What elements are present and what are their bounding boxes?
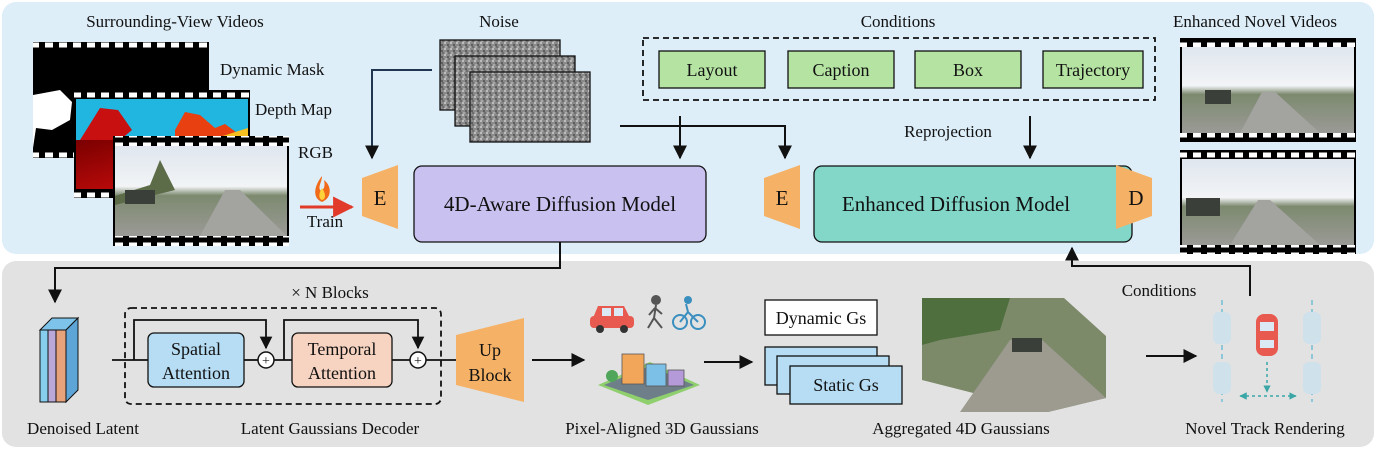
pixel-aligned-label: Pixel-Aligned 3D Gaussians (565, 419, 759, 438)
diffusion-to-latent-arrow (48, 242, 561, 304)
temporal-skip (283, 319, 425, 360)
up-block-line1: Up (479, 340, 501, 360)
conditions-title: Conditions (861, 12, 936, 31)
rgb-frame (113, 136, 289, 246)
noise-to-encoder-arrow (365, 69, 432, 160)
car-icon (590, 306, 634, 333)
surrounding-view-title: Surrounding-View Videos (86, 12, 264, 31)
condition-caption-box (787, 50, 895, 89)
dynamic-gs-box (764, 299, 878, 336)
condition-layout: Layout (687, 60, 738, 80)
enhanced-video-1 (1180, 38, 1356, 142)
depth-map-label: Depth Map (255, 100, 332, 119)
enhanced-videos-title: Enhanced Novel Videos (1173, 12, 1337, 31)
n-blocks-label: × N Blocks (291, 283, 369, 302)
denoised-latent-label: Denoised Latent (27, 419, 139, 438)
dynamic-mask-label: Dynamic Mask (220, 60, 325, 79)
diffusion-4d-label: 4D-Aware Diffusion Model (444, 192, 676, 216)
render-to-enhanced-arrow (1065, 246, 1251, 296)
condition-layout-box (658, 50, 766, 89)
add-node-2-sign: + (414, 354, 422, 369)
condition-caption: Caption (813, 60, 870, 80)
pedestrian-icon (647, 295, 663, 329)
noise-title: Noise (479, 12, 519, 31)
rgb-label: RGB (298, 143, 333, 162)
reprojection-label: Reprojection (904, 122, 992, 141)
bottom-conditions-label: Conditions (1122, 281, 1197, 300)
decoder (1116, 165, 1152, 229)
spatial-skip (133, 319, 273, 360)
condition-box-box (914, 50, 1022, 89)
spatial-attention-line1: Spatial (171, 339, 221, 359)
train-label: Train (307, 212, 344, 231)
fire-icon (315, 176, 330, 202)
encoder-left (362, 165, 398, 229)
decoder-label: D (1128, 186, 1143, 210)
temporal-attention-line2: Attention (308, 363, 376, 383)
enhanced-video-2 (1180, 150, 1356, 254)
up-block (456, 318, 524, 402)
static-gs-box (789, 365, 903, 405)
condition-trajectory-box (1042, 50, 1144, 89)
condition-trajectory: Trajectory (1056, 60, 1130, 80)
aggregated-label: Aggregated 4D Gaussians (872, 419, 1050, 438)
novel-track-label: Novel Track Rendering (1185, 419, 1345, 438)
static-gs-label: Static Gs (813, 375, 879, 395)
noise-stack (439, 39, 591, 143)
enhanced-diffusion-label: Enhanced Diffusion Model (842, 192, 1070, 216)
dynamic-gs-label: Dynamic Gs (776, 308, 866, 328)
encoder-right-label: E (776, 186, 789, 210)
denoised-latent-icon (38, 316, 80, 404)
latent-decoder-label: Latent Gaussians Decoder (241, 419, 420, 438)
spatial-attention-line2: Attention (162, 363, 230, 383)
decoder-block-group (124, 307, 442, 405)
aggregated-4d-image (922, 298, 1106, 412)
cyclist-icon (672, 296, 706, 330)
up-block-line2: Block (469, 365, 512, 385)
novel-track-icon (1213, 300, 1321, 402)
add-node-1-sign: + (262, 354, 270, 369)
temporal-attention-line1: Temporal (308, 339, 377, 359)
encoder-left-label: E (374, 186, 387, 210)
encoder-right (764, 165, 800, 229)
condition-box: Box (953, 60, 983, 80)
conditions-link (620, 125, 792, 160)
conditions-group (642, 37, 1156, 101)
city-block-icon (598, 353, 700, 405)
